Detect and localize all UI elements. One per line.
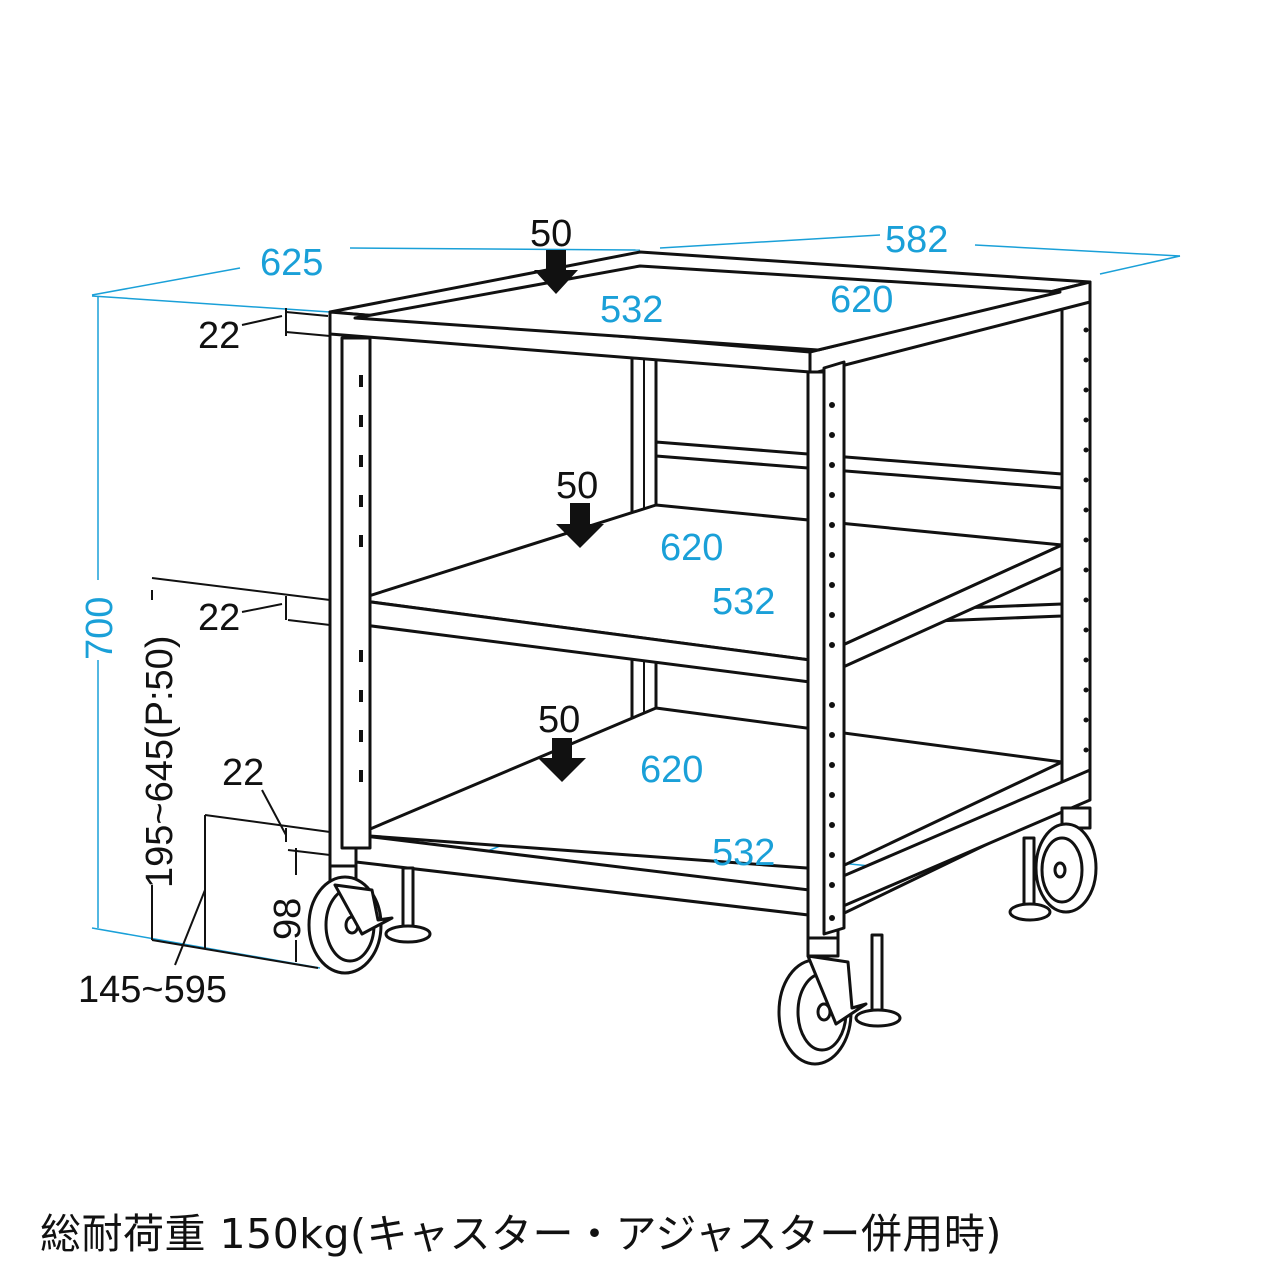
bottom-range-label: 145~595 xyxy=(78,969,227,1011)
middle-shelf xyxy=(354,503,1064,684)
caster-height-label: 98 xyxy=(267,898,309,940)
mid-range-label: 195~645(P:50) xyxy=(139,636,181,888)
top-depth-label: 620 xyxy=(830,279,893,321)
adjuster-foot-icon xyxy=(384,836,1052,1028)
top-shelf xyxy=(328,250,1092,376)
back-right-post xyxy=(1060,290,1092,800)
top-thickness-label: 22 xyxy=(198,315,240,357)
mid-depth-label: 620 xyxy=(660,527,723,569)
width-outer-label: 625 xyxy=(260,242,323,284)
mid-width-label: 532 xyxy=(712,581,775,623)
load-capacity-caption: 総耐荷重 150kg(キャスター・アジャスター併用時) xyxy=(40,1210,1002,1258)
top-load-label: 50 xyxy=(530,213,572,255)
dimension-labels: 625 582 532 620 620 532 620 532 700 50 5… xyxy=(78,213,948,1011)
bottom-width-label: 532 xyxy=(712,832,775,874)
down-arrow-icon xyxy=(534,250,604,782)
bottom-load-label: 50 xyxy=(538,699,580,741)
top-width-label: 532 xyxy=(600,289,663,331)
depth-outer-label: 582 xyxy=(885,219,948,261)
caster-icon xyxy=(307,806,1098,1066)
bottom-depth-label: 620 xyxy=(640,749,703,791)
bottom-thickness-label: 22 xyxy=(222,752,264,794)
mid-thickness-label: 22 xyxy=(198,597,240,639)
front-right-post xyxy=(806,360,846,940)
front-left-post xyxy=(328,316,372,868)
thickness-guides xyxy=(151,308,331,969)
mid-load-label: 50 xyxy=(556,465,598,507)
bottom-shelf xyxy=(354,706,1092,920)
height-total-label: 700 xyxy=(79,597,121,660)
